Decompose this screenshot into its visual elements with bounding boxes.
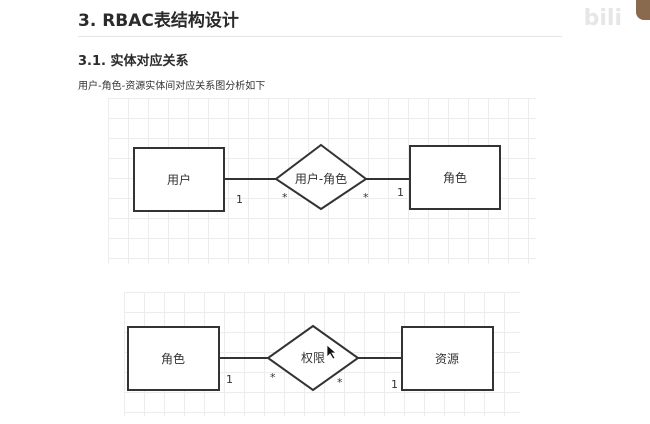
entity-role-label: 角色 — [443, 171, 467, 185]
mouse-cursor-icon — [326, 344, 338, 360]
er-diagram-user-role: 用户 用户-角色 角色 1 * * 1 — [133, 143, 501, 212]
cardinality-relation-left: * — [282, 191, 288, 204]
er-diagram-role-resource: 角色 权限 资源 1 * * 1 — [127, 324, 494, 392]
cardinality-resource: 1 — [391, 378, 398, 391]
cardinality-user: 1 — [236, 193, 243, 206]
heading-divider — [78, 36, 562, 37]
subsection-heading: 3.1. 实体对应关系 — [78, 54, 189, 69]
cardinality-relation-right: * — [363, 191, 369, 204]
entity-user-box — [133, 147, 225, 212]
intro-paragraph: 用户-角色-资源实体间对应关系图分析如下 — [78, 81, 266, 92]
cardinality-role-2: 1 — [226, 373, 233, 386]
bilibili-watermark: bili — [583, 6, 622, 31]
cardinality-permission-right: * — [337, 376, 343, 389]
cardinality-permission-left: * — [270, 371, 276, 384]
entity-resource-box — [401, 326, 494, 391]
section-heading: 3. RBAC表结构设计 — [78, 11, 239, 31]
entity-resource-label: 资源 — [435, 352, 459, 366]
entity-role-box — [409, 145, 501, 210]
relation-user-role-label: 用户-角色 — [295, 171, 347, 186]
relation-permission-label: 权限 — [301, 351, 325, 365]
relation-permission-diamond — [266, 324, 360, 392]
entity-role-box-2 — [127, 326, 220, 391]
avatar — [636, 0, 650, 20]
relation-user-role-diamond — [274, 143, 368, 211]
entity-role-label-2: 角色 — [161, 352, 185, 366]
cardinality-role: 1 — [397, 186, 404, 199]
entity-user-label: 用户 — [167, 172, 191, 187]
